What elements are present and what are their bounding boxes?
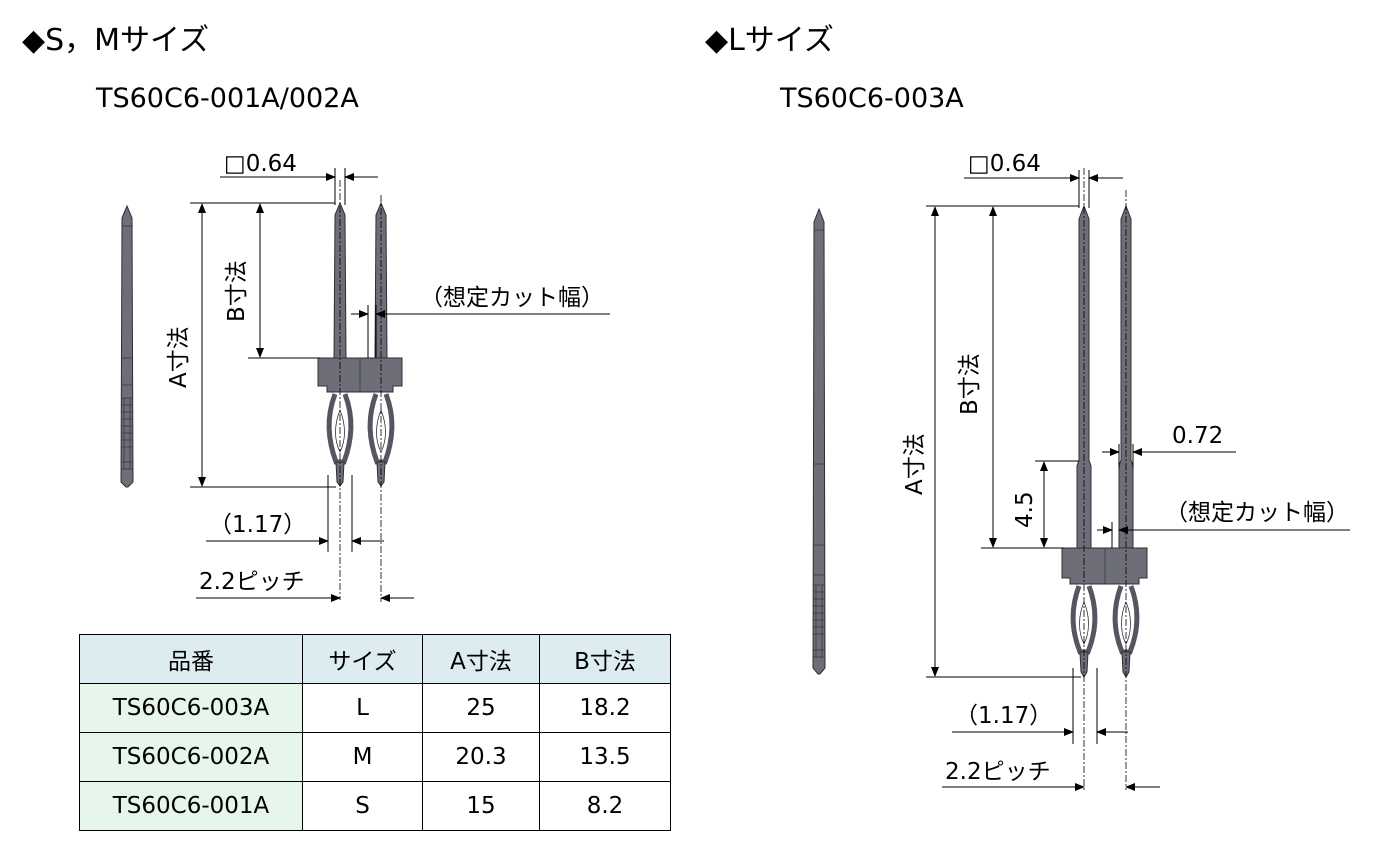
left-offset-label: （1.17） <box>209 512 306 538</box>
cell-part-number: TS60C6-002A <box>79 732 303 782</box>
left-a-dimension-label: A寸法 <box>166 326 192 388</box>
cell-b-dimension: 13.5 <box>539 732 671 782</box>
cell-size: L <box>302 683 423 733</box>
cell-a-dimension: 20.3 <box>422 732 540 782</box>
left-b-dimension-label: B寸法 <box>224 260 250 322</box>
left-pitch-label: 2.2ピッチ <box>199 569 305 595</box>
left-front-view <box>317 180 403 602</box>
cell-part-number: TS60C6-001A <box>79 781 303 831</box>
header-b-dimension: B寸法 <box>539 634 671 684</box>
cell-a-dimension: 25 <box>422 683 540 733</box>
right-b-dimension-label: B寸法 <box>957 353 983 415</box>
header-a-dimension: A寸法 <box>422 634 540 684</box>
left-dimensions: □0.64 A寸法 B寸法 （想定カット幅） （1.17） 2.2ピッチ <box>166 151 610 602</box>
left-cut-width-label: （想定カット幅） <box>420 285 604 311</box>
spec-table: 品番 サイズ A寸法 B寸法 TS60C6-003A L 25 18.2 TS6… <box>79 634 671 831</box>
table-row: TS60C6-001A S 15 8.2 <box>79 781 671 831</box>
right-width-0-72-label: 0.72 <box>1172 423 1223 449</box>
header-part-number: 品番 <box>79 634 303 684</box>
right-square-size-label: □0.64 <box>968 151 1041 177</box>
right-model-number: TS60C6-003A <box>779 83 964 114</box>
right-offset-label: （1.17） <box>955 703 1052 729</box>
table-header-row: 品番 サイズ A寸法 B寸法 <box>79 634 671 684</box>
table-row: TS60C6-002A M 20.3 13.5 <box>79 732 671 782</box>
right-pitch-label: 2.2ピッチ <box>945 759 1051 785</box>
right-side-view-pin <box>812 207 826 675</box>
right-height-4-5-label: 4.5 <box>1012 491 1038 528</box>
right-a-dimension-label: A寸法 <box>902 433 928 495</box>
cell-size: S <box>302 781 423 831</box>
table-row: TS60C6-003A L 25 18.2 <box>79 683 671 733</box>
cell-a-dimension: 15 <box>422 781 540 831</box>
left-heading: ◆S，Mサイズ <box>22 23 209 58</box>
right-dimensions: □0.64 A寸法 B寸法 4.5 0.72 （想定カット幅） （1. <box>902 151 1350 791</box>
left-square-size-label: □0.64 <box>224 151 297 177</box>
left-model-number: TS60C6-001A/002A <box>95 83 359 114</box>
right-cut-width-label: （想定カット幅） <box>1165 500 1349 526</box>
header-size: サイズ <box>302 634 423 684</box>
cell-part-number: TS60C6-003A <box>79 683 303 733</box>
cell-size: M <box>302 732 423 782</box>
cell-b-dimension: 8.2 <box>539 781 671 831</box>
left-side-view-pin <box>120 204 134 488</box>
right-heading: ◆Lサイズ <box>705 23 834 58</box>
cell-b-dimension: 18.2 <box>539 683 671 733</box>
right-front-view <box>1061 168 1148 792</box>
